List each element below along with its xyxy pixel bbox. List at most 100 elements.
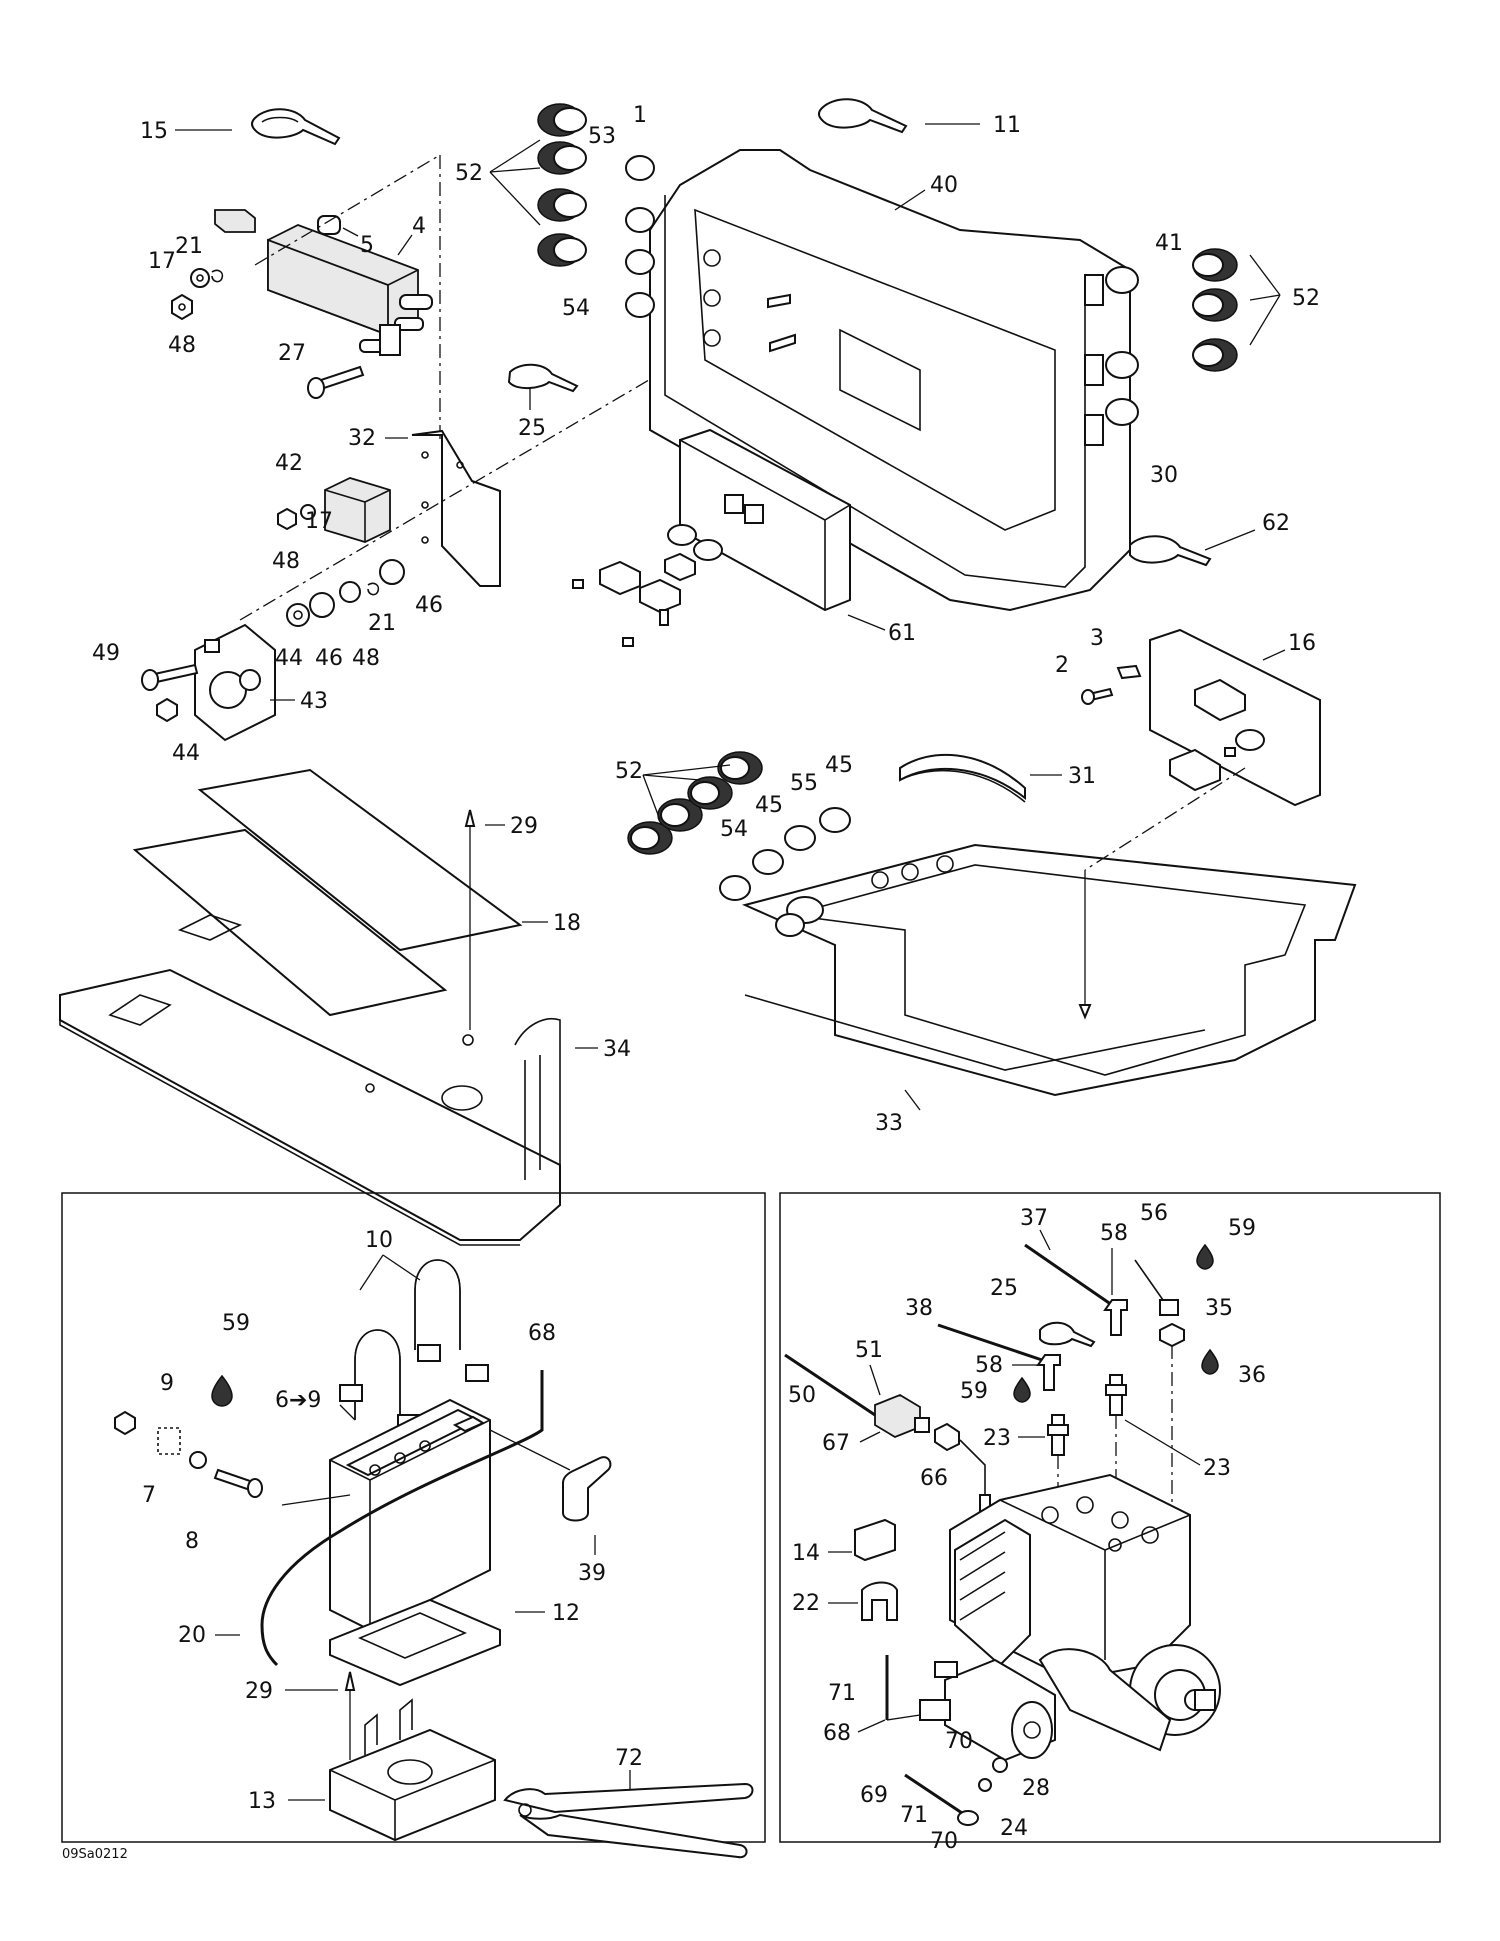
crimp-tool-icon <box>503 1782 754 1859</box>
callout-5: 5 <box>360 233 374 258</box>
callout-17-b: 17 <box>305 509 333 534</box>
callout-46: 46 <box>315 646 343 671</box>
callout-28: 28 <box>1022 1776 1050 1801</box>
terminal-boot <box>562 1456 612 1522</box>
callout-24: 24 <box>1000 1816 1028 1841</box>
callout-25-b: 25 <box>990 1276 1018 1301</box>
battery-tray <box>59 768 561 1246</box>
spark-plug-cap-b <box>1036 1354 1061 1391</box>
callout-37: 37 <box>1020 1206 1048 1231</box>
drop-icon <box>211 1374 233 1407</box>
callout-50: 50 <box>788 1383 816 1408</box>
callout-66: 66 <box>920 1466 948 1491</box>
callout-41: 41 <box>1155 231 1183 256</box>
callout-52-c: 52 <box>615 759 643 784</box>
callout-48-b: 48 <box>272 549 300 574</box>
callout-54-b: 54 <box>720 817 748 842</box>
callout-21-b: 21 <box>368 611 396 636</box>
callout-72: 72 <box>615 1746 643 1771</box>
screw-icon <box>307 365 365 399</box>
callout-59-b: 59 <box>1228 1216 1256 1241</box>
callout-52-b: 52 <box>1292 286 1320 311</box>
callout-46-b: 46 <box>415 593 443 618</box>
callout-30: 30 <box>1150 463 1178 488</box>
callout-13: 13 <box>248 1789 276 1814</box>
engine-panel <box>779 1192 1441 1843</box>
callout-33: 33 <box>875 1111 903 1136</box>
fitting-35 <box>1159 1322 1185 1348</box>
electrical-box-base <box>741 843 1357 1097</box>
callout-44-b: 44 <box>275 646 303 671</box>
callout-15: 15 <box>140 119 168 144</box>
callout-44: 44 <box>172 741 200 766</box>
callout-29: 29 <box>510 814 538 839</box>
fuse-board <box>572 428 851 647</box>
callout-20: 20 <box>178 1623 206 1648</box>
callout-35: 35 <box>1205 1296 1233 1321</box>
cable-tie-icon <box>1129 535 1212 567</box>
ht-lead-37 <box>1024 1243 1113 1307</box>
callout-2: 2 <box>1055 653 1069 678</box>
callout-68-b: 68 <box>823 1721 851 1746</box>
callout-7: 7 <box>142 1483 156 1508</box>
starter-solenoid <box>194 623 276 742</box>
callout-69: 69 <box>860 1783 888 1808</box>
battery-holder <box>329 1698 496 1842</box>
callout-58: 58 <box>1100 1221 1128 1246</box>
callout-3: 3 <box>1090 626 1104 651</box>
terminal-board <box>1149 628 1321 807</box>
callout-18: 18 <box>553 911 581 936</box>
cable-tie-icon <box>1039 1321 1096 1348</box>
wire-clip <box>854 1518 896 1562</box>
mounting-bracket <box>411 429 501 587</box>
ht-lead-38 <box>937 1323 1043 1362</box>
callout-61: 61 <box>888 621 916 646</box>
battery-panel <box>61 1192 766 1843</box>
battery-cable <box>260 1370 544 1667</box>
callout-59: 59 <box>222 1311 250 1336</box>
callout-52: 52 <box>455 161 483 186</box>
callout-27: 27 <box>278 341 306 366</box>
drop-icon <box>1201 1348 1219 1375</box>
callout-4: 4 <box>412 214 426 239</box>
callout-48: 48 <box>168 333 196 358</box>
wire-50 <box>784 1353 876 1417</box>
battery-strap <box>339 1259 489 1432</box>
callout-55: 55 <box>790 771 818 796</box>
hose-clip <box>861 1581 898 1621</box>
drop-icon <box>1196 1243 1214 1270</box>
callout-23: 23 <box>983 1426 1011 1451</box>
callout-71: 71 <box>828 1681 856 1706</box>
battery-pad <box>329 1598 501 1687</box>
callout-59-c: 59 <box>960 1379 988 1404</box>
starter-motor-icon <box>919 1658 1056 1762</box>
coil-connector <box>214 209 256 233</box>
spark-plug-icon <box>1047 1374 1127 1456</box>
callout-32: 32 <box>348 426 376 451</box>
callout-58-b: 58 <box>975 1353 1003 1378</box>
callout-17: 17 <box>148 249 176 274</box>
callout-49: 49 <box>92 641 120 666</box>
callout-43: 43 <box>300 689 328 714</box>
callout-62: 62 <box>1262 511 1290 536</box>
callout-25: 25 <box>518 416 546 441</box>
callout-10: 10 <box>365 1228 393 1253</box>
callout-51: 51 <box>855 1338 883 1363</box>
callout-6: 6➔9 <box>275 1388 321 1413</box>
callout-31: 31 <box>1068 764 1096 789</box>
callout-1: 1 <box>633 103 647 128</box>
callout-14: 14 <box>792 1541 820 1566</box>
callout-12: 12 <box>552 1601 580 1626</box>
callout-68: 68 <box>528 1321 556 1346</box>
relay-module <box>324 477 391 543</box>
engine-icon <box>949 1473 1221 1752</box>
callout-11: 11 <box>993 113 1021 138</box>
callout-40: 40 <box>930 173 958 198</box>
battery-icon <box>329 1398 491 1632</box>
cable-tie-icon <box>507 363 579 393</box>
callout-36: 36 <box>1238 1363 1266 1388</box>
callout-23-b: 23 <box>1203 1456 1231 1481</box>
callout-21: 21 <box>175 234 203 259</box>
callout-71-b: 71 <box>900 1803 928 1828</box>
